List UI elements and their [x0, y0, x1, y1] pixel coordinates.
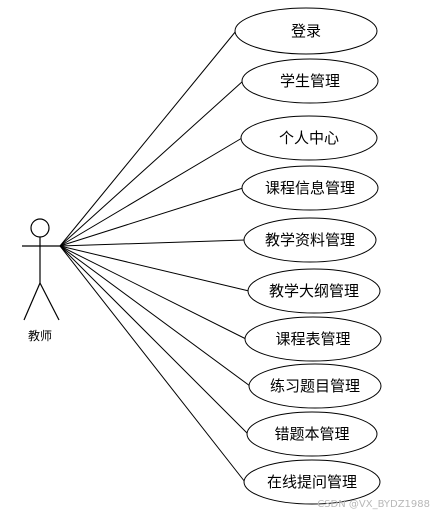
use-case-ellipse: [240, 115, 378, 161]
use-case-label: 教学资料管理: [265, 231, 355, 249]
association-line: [59, 80, 244, 247]
use-case-ellipse: [247, 268, 381, 314]
use-case: 课程表管理: [244, 316, 382, 362]
use-cases: 登录学生管理个人中心课程信息管理教学资料管理教学大纲管理课程表管理练习题目管理错…: [234, 7, 382, 505]
use-case-ellipse: [243, 459, 381, 505]
association-line: [59, 245, 247, 340]
use-case-label: 个人中心: [279, 129, 339, 147]
association-line: [59, 137, 243, 247]
use-case-ellipse: [244, 316, 382, 362]
association-line: [59, 245, 251, 387]
use-case: 课程信息管理: [241, 165, 379, 211]
use-case-ellipse: [241, 165, 379, 211]
use-case-label: 课程表管理: [275, 330, 350, 348]
use-case: 登录: [234, 7, 378, 55]
actor-right-leg: [39, 282, 60, 321]
association-line: [59, 245, 249, 435]
watermark: CSDN @VX_BYDZ1988: [317, 499, 430, 510]
association-line: [59, 245, 250, 292]
use-case: 练习题目管理: [248, 363, 382, 409]
use-case-label: 课程信息管理: [265, 179, 355, 197]
actor-left-leg: [23, 282, 41, 321]
use-case-ellipse: [243, 217, 377, 263]
association-line: [59, 245, 246, 483]
use-case-ellipse: [234, 7, 378, 55]
use-case: 个人中心: [240, 115, 378, 161]
actor-label: 教师: [28, 328, 52, 343]
use-case-ellipse: [248, 363, 382, 409]
association-line: [59, 187, 244, 247]
use-case-label: 学生管理: [280, 72, 340, 90]
use-case: 教学资料管理: [243, 217, 377, 263]
use-case: 教学大纲管理: [247, 268, 381, 314]
association-line: [59, 239, 246, 247]
actor-head: [30, 218, 50, 238]
actor-teacher: 教师: [22, 218, 60, 343]
association-lines: [59, 30, 251, 483]
use-case: 在线提问管理: [243, 459, 381, 505]
use-case-label: 在线提问管理: [267, 473, 357, 491]
use-case-ellipse: [241, 58, 379, 104]
use-case: 错题本管理: [246, 411, 378, 457]
use-case-label: 登录: [291, 22, 321, 40]
use-case: 学生管理: [241, 58, 379, 104]
association-line: [59, 30, 237, 247]
use-case-label: 练习题目管理: [270, 377, 360, 395]
use-case-ellipse: [246, 411, 378, 457]
use-case-label: 错题本管理: [274, 425, 349, 443]
use-case-label: 教学大纲管理: [269, 282, 359, 300]
